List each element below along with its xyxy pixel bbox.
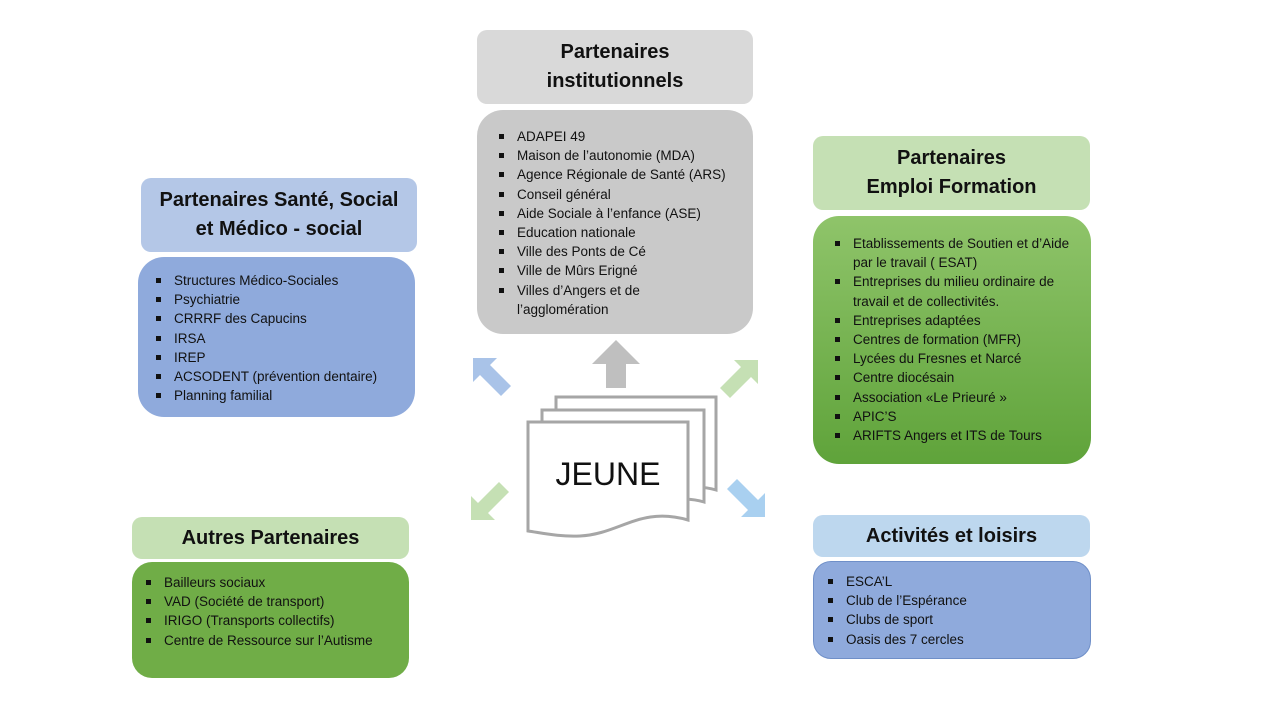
institutionnels-list: ADAPEI 49 Maison de l’autonomie (MDA) Ag… [499,127,739,319]
list-item: Ville des Ponts de Cé [499,242,739,261]
institutionnels-list-box: ADAPEI 49 Maison de l’autonomie (MDA) Ag… [477,110,753,334]
list-item: ARIFTS Angers et ITS de Tours [835,426,1071,445]
loisirs-list-box: ESCA’L Club de l’Espérance Clubs de spor… [813,561,1091,659]
institutionnels-title-line2: institutionnels [546,70,684,92]
documents-icon [526,395,718,538]
list-item: APIC’S [835,407,1071,426]
loisirs-header: Activités et loisirs [813,515,1090,557]
list-item: Ville de Mûrs Erigné [499,261,739,280]
list-item: Centre de Ressource sur l’Autisme [146,631,399,650]
sante-title-line1: Partenaires Santé, Social [159,189,399,211]
list-item: Lycées du Fresnes et Narcé [835,349,1071,368]
list-item: Entreprises adaptées [835,311,1071,330]
arrow-up-right-icon [720,360,758,398]
list-item: Maison de l’autonomie (MDA) [499,146,739,165]
list-item: Structures Médico-Sociales [156,271,403,290]
emploi-list: Etablissements de Soutien et d’Aide par … [835,234,1071,445]
institutionnels-title-line1: Partenaires [560,41,670,63]
list-item: Club de l’Espérance [828,591,1080,610]
list-item: Planning familial [156,386,403,405]
autres-header: Autres Partenaires [132,517,409,559]
list-item: Villes d’Angers et de l’agglomération [499,281,667,319]
autres-title: Autres Partenaires [181,526,360,549]
list-item: IRIGO (Transports collectifs) [146,611,399,630]
emploi-title-line1: Partenaires [897,147,1006,169]
sante-header: Partenaires Santé, Social et Médico - so… [141,178,417,252]
arrow-down-left-icon [471,482,509,520]
sante-list: Structures Médico-Sociales Psychiatrie C… [156,271,403,405]
institutionnels-header: Partenaires institutionnels [477,30,753,104]
list-item: Education nationale [499,223,739,242]
list-item: Entreprises du milieu ordinaire de trava… [835,272,1071,310]
sante-title-line2: et Médico - social [195,218,363,240]
list-item: Agence Régionale de Santé (ARS) [499,165,739,184]
list-item: Conseil général [499,185,739,204]
list-item: Oasis des 7 cercles [828,630,1080,649]
loisirs-list: ESCA’L Club de l’Espérance Clubs de spor… [828,572,1080,649]
autres-list-box: Bailleurs sociaux VAD (Société de transp… [132,562,409,678]
loisirs-title: Activités et loisirs [865,524,1038,547]
list-item: Etablissements de Soutien et d’Aide par … [835,234,1071,272]
center-label: JEUNE [555,456,661,492]
list-item: Bailleurs sociaux [146,573,399,592]
list-item: IREP [156,348,403,367]
list-item: ESCA’L [828,572,1080,591]
emploi-list-box: Etablissements de Soutien et d’Aide par … [813,216,1091,464]
list-item: ACSODENT (prévention dentaire) [156,367,403,386]
list-item: Psychiatrie [156,290,403,309]
list-item: VAD (Société de transport) [146,592,399,611]
sante-list-box: Structures Médico-Sociales Psychiatrie C… [138,257,415,417]
list-item: Clubs de sport [828,610,1080,629]
list-item: Aide Sociale à l’enfance (ASE) [499,204,739,223]
autres-list: Bailleurs sociaux VAD (Société de transp… [146,573,399,650]
list-item: Centres de formation (MFR) [835,330,1071,349]
arrow-down-right-icon [727,479,765,517]
emploi-header: Partenaires Emploi Formation [813,136,1090,210]
list-item: CRRRF des Capucins [156,309,403,328]
emploi-title-line2: Emploi Formation [866,176,1037,198]
list-item: Association «Le Prieuré » [835,388,1071,407]
list-item: ADAPEI 49 [499,127,739,146]
arrow-up-icon [592,340,640,388]
list-item: Centre diocésain [835,368,1071,387]
list-item: IRSA [156,329,403,348]
arrow-up-left-icon [473,358,511,396]
